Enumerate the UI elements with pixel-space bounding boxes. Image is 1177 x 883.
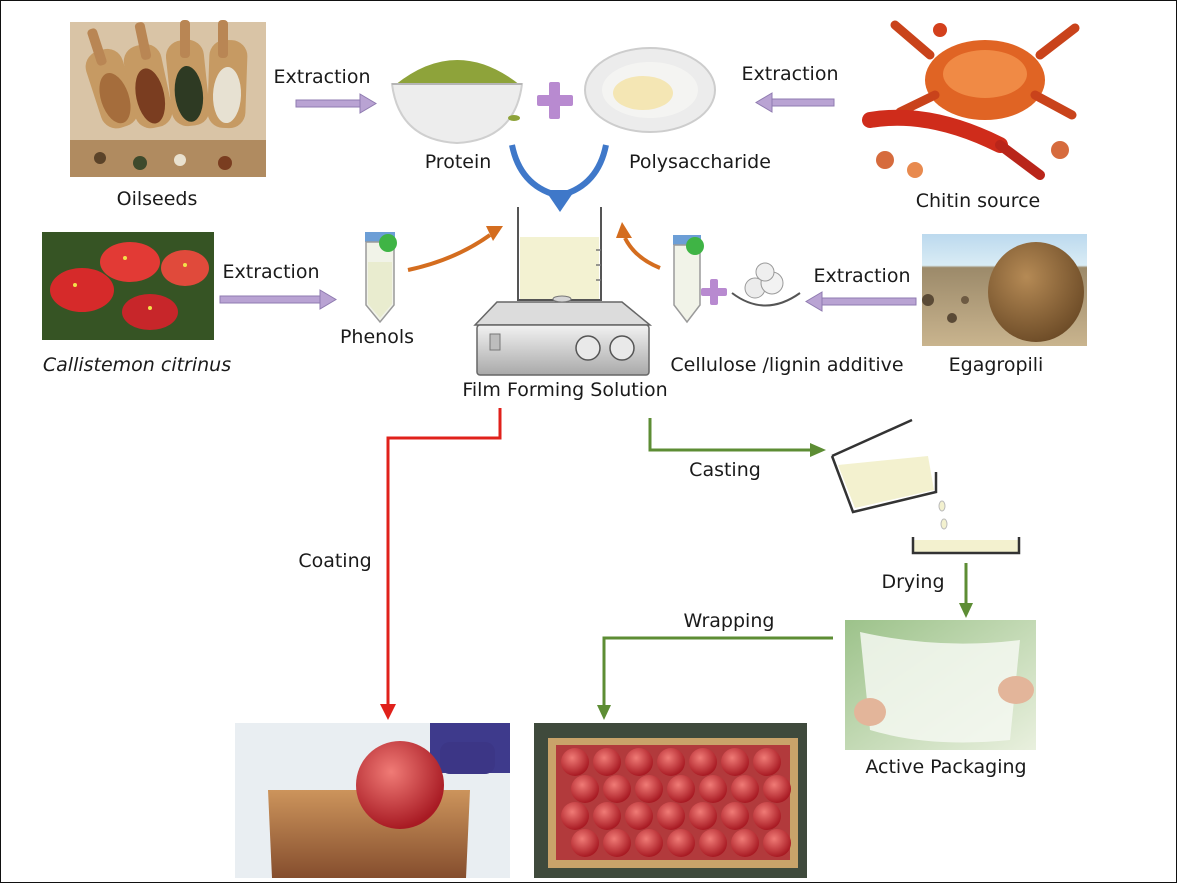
- callistemon-flowers-photo: [42, 232, 214, 340]
- extraction-arrow-callistemon: [219, 289, 337, 310]
- extraction-arrow-chitin: [755, 92, 835, 113]
- apple-icon: [667, 775, 695, 803]
- chitin-source-photo: [862, 20, 1080, 180]
- oilseeds-label: Oilseeds: [117, 188, 198, 210]
- extraction-label-callistemon: Extraction: [223, 261, 320, 283]
- apple-icon: [731, 829, 759, 857]
- active-packaging-label: Active Packaging: [865, 756, 1026, 778]
- apple-icon: [721, 748, 749, 776]
- apple-icon: [625, 802, 653, 830]
- protein-powder-bowl: [390, 60, 524, 145]
- apple-icon: [561, 802, 589, 830]
- film-forming-solution-label: Film Forming Solution: [462, 379, 667, 401]
- apple-icon: [657, 748, 685, 776]
- cellulose-tube: [673, 235, 704, 324]
- merge-arrow: [509, 144, 609, 212]
- coated-apple-photo: [235, 723, 510, 878]
- coating-label: Coating: [298, 550, 371, 572]
- apple-icon: [561, 748, 589, 776]
- egagropili-photo: [922, 234, 1087, 346]
- apple-icon: [571, 775, 599, 803]
- wrapping-label: Wrapping: [684, 610, 775, 632]
- beaker-on-stirrer: [473, 207, 653, 376]
- polysaccharide-powder-dish: [584, 47, 716, 133]
- cellulose-lignin-label: Cellulose /lignin additive: [670, 354, 903, 376]
- plastic-film-photo: [845, 620, 1036, 750]
- phenol-arrow-left: [407, 226, 503, 272]
- apple-icon: [657, 802, 685, 830]
- apple-icon: [635, 775, 663, 803]
- extraction-label-oilseeds: Extraction: [274, 66, 371, 88]
- wrapping-arrow: [597, 636, 833, 720]
- casting-arrow: [648, 418, 826, 457]
- coating-arrow: [380, 408, 502, 720]
- apple-icon: [635, 829, 663, 857]
- phenols-label: Phenols: [340, 326, 414, 348]
- apple-icon: [603, 775, 631, 803]
- apple-icon: [667, 829, 695, 857]
- casting-label: Casting: [689, 459, 761, 481]
- extraction-arrow-oilseeds: [295, 93, 377, 114]
- apple-icon: [763, 775, 791, 803]
- apple-icon: [593, 802, 621, 830]
- apple-icon: [731, 775, 759, 803]
- drying-arrow: [959, 563, 973, 618]
- extraction-arrow-egagropili: [805, 291, 917, 312]
- oilseeds-photo: [70, 20, 266, 177]
- apple-icon: [753, 748, 781, 776]
- apple-icon: [689, 802, 717, 830]
- cellulose-fiber-dish: [731, 262, 801, 307]
- apple-icon: [721, 802, 749, 830]
- apple-icon: [625, 748, 653, 776]
- apple-crate-photo: [534, 723, 807, 878]
- extraction-label-chitin: Extraction: [742, 63, 839, 85]
- egagropili-label: Egagropili: [949, 354, 1044, 376]
- extraction-label-egagropili: Extraction: [814, 265, 911, 287]
- protein-label: Protein: [425, 151, 492, 173]
- drying-tray: [911, 537, 1021, 555]
- apple-icon: [699, 775, 727, 803]
- apple-icon: [689, 748, 717, 776]
- drying-label: Drying: [881, 571, 944, 593]
- apple-icon: [571, 829, 599, 857]
- apple-icon: [753, 802, 781, 830]
- plus-icon: [537, 82, 573, 119]
- callistemon-label: Callistemon citrinus: [43, 354, 231, 376]
- plus-icon: [701, 279, 727, 305]
- apple-icon: [699, 829, 727, 857]
- chitin-source-label: Chitin source: [916, 190, 1041, 212]
- apple-icon: [603, 829, 631, 857]
- apple-icon: [593, 748, 621, 776]
- phenol-tube: [365, 232, 397, 324]
- cellulose-arrow-right: [616, 222, 661, 270]
- polysaccharide-label: Polysaccharide: [629, 151, 771, 173]
- apple-icon: [763, 829, 791, 857]
- pouring-beaker: [830, 418, 948, 530]
